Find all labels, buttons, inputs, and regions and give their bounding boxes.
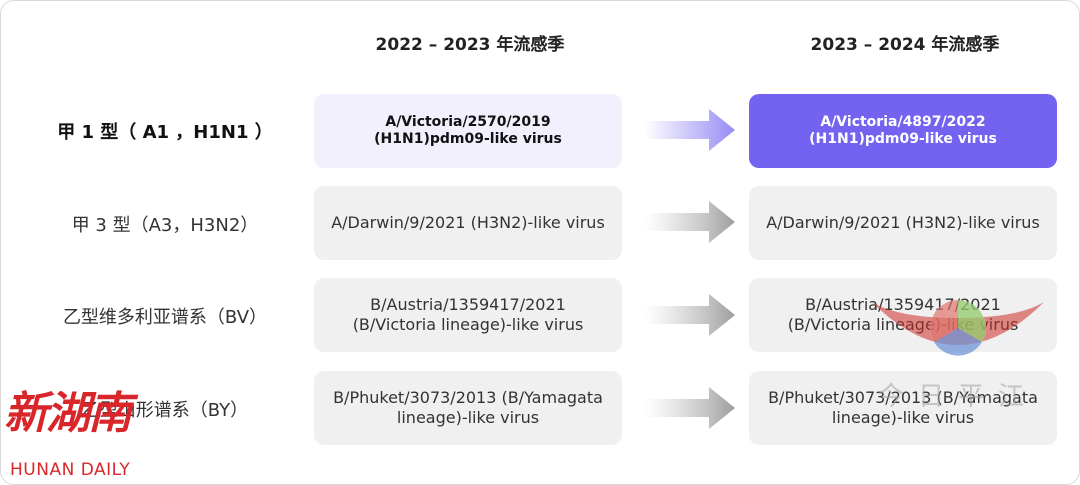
hunan-daily-logo-en: HUNAN DAILY [10, 460, 131, 480]
strain-2022-bv: B/Austria/1359417/2021 (B/Victoria linea… [314, 278, 622, 352]
arrow-icon [645, 294, 735, 336]
arrow-icon [645, 387, 735, 429]
jinri-pingjiang-text: 今日平江 [877, 382, 1038, 412]
row-label-by: 乙型山形谱系（BY） [81, 400, 249, 421]
jinri-pingjiang-logo: 今日平江 [868, 288, 1048, 418]
row-label-bv: 乙型维多利亚谱系（BV） [62, 307, 268, 328]
column-header-2023-2024: 2023 – 2024 年流感季 [810, 35, 1000, 55]
column-header-2022-2023: 2022 – 2023 年流感季 [375, 35, 565, 55]
strain-2023-a1: A/Victoria/4897/2022 (H1N1)pdm09-like vi… [749, 94, 1057, 168]
strain-2023-by: B/Phuket/3073/2013 (B/Yamagata lineage)-… [749, 371, 1057, 445]
eye-logo-icon [872, 300, 1044, 356]
strain-2022-by: B/Phuket/3073/2013 (B/Yamagata lineage)-… [314, 371, 622, 445]
row-label-a1-h1n1: 甲 1 型（ A1 ，H1N1 ） [57, 122, 273, 143]
strain-2022-a1: A/Victoria/2570/2019 (H1N1)pdm09-like vi… [314, 94, 622, 168]
arrow-icon [645, 109, 735, 151]
strain-2022-a3: A/Darwin/9/2021 (H3N2)-like virus [314, 186, 622, 260]
row-label-a3-h3n2: 甲 3 型（A3，H3N2） [71, 215, 259, 236]
hunan-daily-logo: 新湖南 HUNAN DAILY [4, 392, 174, 482]
strain-2023-a3: A/Darwin/9/2021 (H3N2)-like virus [749, 186, 1057, 260]
arrow-icon [645, 201, 735, 243]
hunan-daily-logo-cn: 新湖南 [4, 388, 132, 439]
